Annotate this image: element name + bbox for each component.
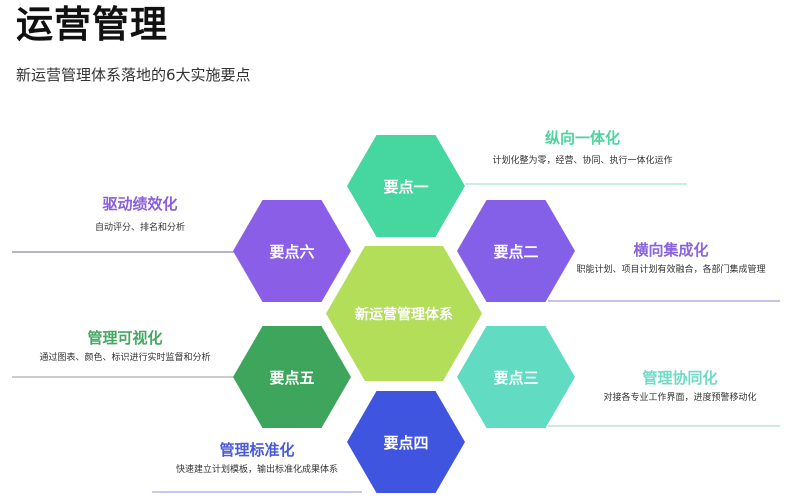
point-description: 通过图表、颜色、标识进行实时监督和分析 — [39, 353, 211, 363]
point-description: 计划化整为零，经营、协同、执行一体化运作 — [492, 156, 673, 166]
hexagon-point-1: 要点一 — [347, 135, 465, 237]
point-3-underline — [548, 425, 780, 427]
page-subtitle: 新运营管理体系落地的6大实施要点 — [16, 66, 251, 84]
point-heading: 管理可视化 — [87, 329, 163, 347]
point-3-card: 管理协同化 对接各专业工作界面，进度预警移动化 — [580, 368, 780, 405]
hexagon-label: 要点三 — [493, 368, 539, 387]
point-description: 快速建立计划模板，输出标准化成果体系 — [175, 465, 338, 475]
point-description: 自动评分、排名和分析 — [94, 223, 185, 233]
point-heading: 横向集成化 — [633, 241, 709, 259]
point-description: 职能计划、项目计划有效融合，各部门集成管理 — [576, 265, 766, 275]
hexagon-point-3: 要点三 — [457, 326, 575, 428]
point-6-card: 驱动绩效化 自动评分、排名和分析 — [40, 194, 240, 235]
center-label: 新运营管理体系 — [355, 306, 453, 323]
page-title: 运营管理 — [16, 3, 168, 46]
point-2-card: 横向集成化 职能计划、项目计划有效融合，各部门集成管理 — [566, 240, 776, 277]
hexagon-center: 新运营管理体系 — [326, 246, 482, 381]
point-heading: 管理标准化 — [219, 441, 295, 459]
point-4-card: 管理标准化 快速建立计划模板，输出标准化成果体系 — [152, 440, 362, 477]
point-heading: 纵向一体化 — [544, 129, 620, 147]
hexagon-point-6: 要点六 — [233, 200, 351, 302]
point-description: 对接各专业工作界面，进度预警移动化 — [603, 393, 757, 403]
hexagon-label: 要点四 — [383, 433, 429, 452]
point-4-underline — [152, 491, 362, 493]
hexagon-point-5: 要点五 — [233, 326, 351, 428]
hexagon-point-2: 要点二 — [457, 200, 575, 302]
point-1-underline — [465, 183, 687, 185]
point-6-underline — [12, 251, 238, 253]
point-heading: 管理协同化 — [642, 369, 718, 387]
point-heading: 驱动绩效化 — [102, 195, 178, 213]
point-5-underline — [12, 376, 238, 378]
point-5-card: 管理可视化 通过图表、颜色、标识进行实时监督和分析 — [20, 328, 230, 365]
hexagon-label: 要点一 — [383, 177, 429, 196]
hexagon-point-4: 要点四 — [347, 391, 465, 493]
hexagon-label: 要点二 — [493, 242, 539, 261]
point-1-card: 纵向一体化 计划化整为零，经营、协同、执行一体化运作 — [470, 128, 695, 168]
hexagon-label: 要点六 — [269, 242, 315, 261]
point-2-underline — [548, 300, 780, 302]
hexagon-label: 要点五 — [269, 368, 315, 387]
